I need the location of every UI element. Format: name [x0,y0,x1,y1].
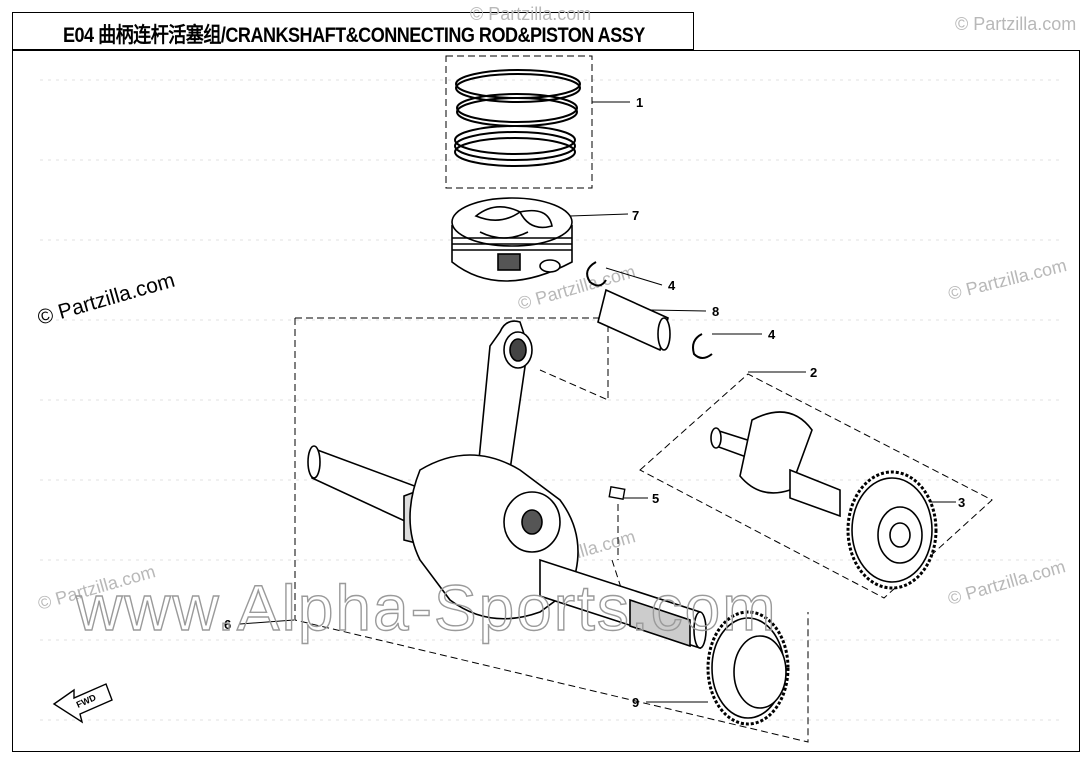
diagram-frame [12,50,1080,752]
diagram-title: E04 曲柄连杆活塞组/CRANKSHAFT&CONNECTING ROD&PI… [63,24,645,47]
fwd-arrow-icon: FWD [52,683,113,724]
partzilla-watermark: © Partzilla.com [946,255,1069,304]
callout-4: 4 [668,278,676,293]
title-box: E04 曲柄连杆活塞组/CRANKSHAFT&CONNECTING ROD&PI… [12,12,694,50]
group-outlines [294,55,993,743]
callout-8: 8 [712,304,719,319]
drive-gear [706,610,790,726]
piston-rings [454,69,581,167]
callout-5: 5 [652,491,659,506]
callout-6: 6 [224,617,231,632]
alpha-sports-watermark: www.Alpha-Sports.com [75,572,778,644]
callout-1: 1 [636,95,643,110]
partzilla-watermark: © Partzilla.com [470,4,591,24]
callout-9: 9 [632,695,639,710]
woodruff-key [608,486,626,500]
callout-2: 2 [810,365,817,380]
partzilla-watermark: © Partzilla.com [946,556,1068,609]
partzilla-logo: © Partzilla.com [35,269,177,330]
leader-lines [239,101,956,703]
balance-shaft [710,411,841,518]
callout-7: 7 [632,208,639,223]
callout-3: 3 [958,495,965,510]
callout-4: 4 [768,327,776,342]
partzilla-watermark: © Partzilla.com [955,14,1076,34]
circlips [586,261,713,359]
connecting-rod [477,320,533,471]
crankshaft [307,445,707,650]
piston-pin [597,288,671,352]
balance-gear [846,470,938,590]
piston [451,197,573,282]
